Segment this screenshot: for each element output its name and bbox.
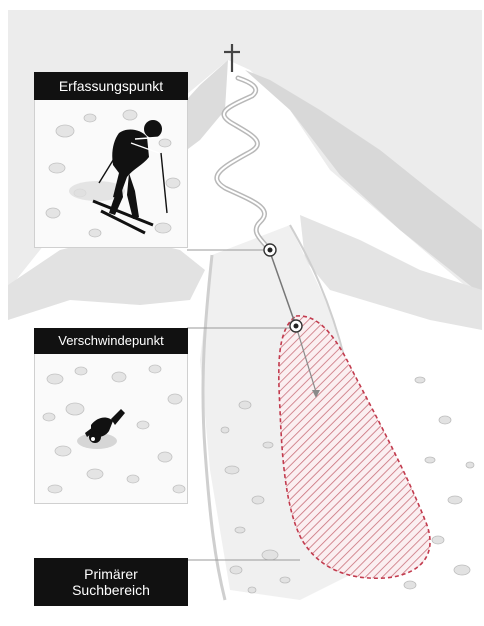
burial-path-line [295, 325, 317, 393]
primaerer-suchbereich-label: Primärer Suchbereich [34, 558, 188, 606]
verschwindepunkt-panel [34, 328, 188, 504]
vanish-point-marker [289, 319, 303, 333]
mountain-shadow-mid-left [8, 235, 205, 320]
verschwindepunkt-text: Verschwindepunkt [58, 332, 164, 348]
primary-search-area [278, 315, 431, 580]
summit-cross-icon [224, 44, 240, 72]
capture-point-marker [263, 243, 277, 257]
burial-scene [35, 329, 187, 503]
avalanche-path-line [269, 251, 297, 327]
erfassungspunkt-panel [34, 72, 188, 248]
skier-scene [35, 73, 187, 247]
buried-person-icon [77, 409, 125, 449]
erfassungspunkt-label: Erfassungspunkt [34, 72, 188, 100]
burial-arrow [312, 390, 320, 398]
mountain-shadow-mid-right [300, 215, 482, 330]
mountain-shadow-right [245, 70, 482, 295]
skier-icon [92, 120, 168, 235]
verschwindepunkt-label: Verschwindepunkt [34, 328, 188, 354]
primaerer-suchbereich-line1: Primärer [84, 565, 138, 582]
erfassungspunkt-text: Erfassungspunkt [58, 77, 164, 94]
chute-edge-right [289, 224, 346, 361]
primaerer-suchbereich-line2: Suchbereich [72, 582, 150, 598]
chute-edge-left [201, 254, 227, 601]
